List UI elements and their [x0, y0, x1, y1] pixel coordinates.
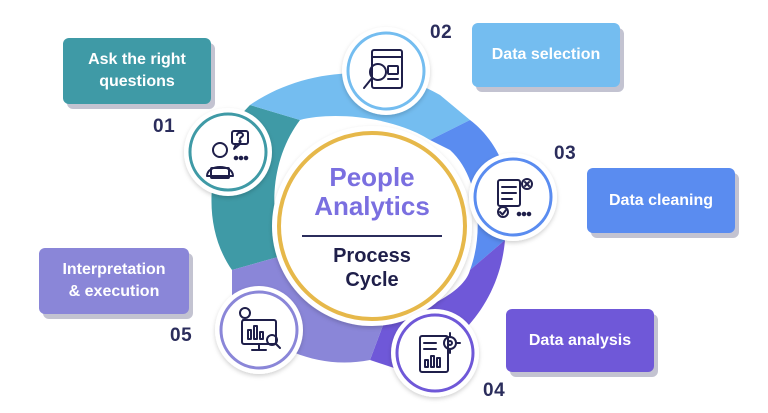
icon-node-03 [469, 153, 557, 241]
step-04-label: Data analysis [506, 309, 654, 372]
step-01-label: Ask the right questions [63, 38, 211, 104]
step-05-label: Interpretation & execution [39, 248, 189, 314]
report-gear-icon [419, 332, 461, 373]
step-03-label: Data cleaning [587, 168, 735, 233]
step-01-number: 01 [153, 116, 176, 137]
center-title-line1: People [329, 162, 415, 192]
center-title: People Analytics [292, 163, 452, 221]
icon-node-04 [391, 309, 479, 397]
step-04-number: 04 [483, 380, 506, 401]
center-subtitle-line2: Cycle [345, 269, 399, 291]
step-02-number: 02 [430, 22, 453, 43]
checklist-clean-icon [497, 178, 533, 218]
step-03-number: 03 [554, 143, 577, 164]
icon-node-01 [184, 108, 272, 196]
step-03-label-line1: Data cleaning [608, 191, 714, 209]
step-05-label-line2: & execution [68, 283, 160, 300]
dashboard-idea-icon [239, 307, 281, 351]
step-05-number: 05 [170, 325, 193, 346]
center-subtitle: Process Cycle [292, 244, 452, 292]
step-04-label-line1: Data analysis [528, 331, 632, 349]
step-01-label-line2: questions [99, 73, 175, 90]
step-01-label-line1: Ask the right [88, 51, 186, 68]
center-subtitle-line1: Process [333, 245, 411, 267]
step-02-label-line1: Data selection [491, 46, 601, 63]
icon-node-05 [215, 286, 303, 374]
step-05-label-line1: Interpretation [62, 261, 166, 278]
person-question-icon [206, 130, 249, 179]
center-title-line2: Analytics [314, 191, 430, 221]
document-magnifier-icon [363, 49, 403, 89]
step-02-label: Data selection [472, 23, 620, 87]
center-hub [272, 126, 472, 326]
